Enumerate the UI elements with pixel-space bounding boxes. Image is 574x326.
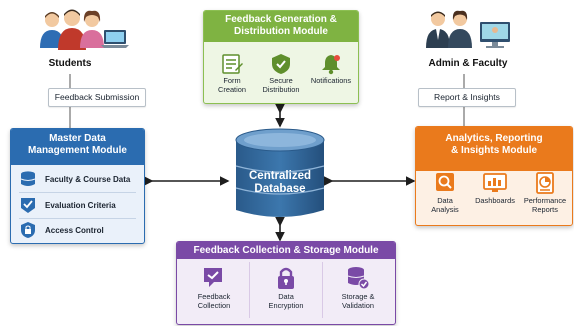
- storage-validation-line2: Validation: [342, 300, 374, 310]
- feedback-collection-line1: Feedback: [197, 292, 231, 301]
- collection-divider-1: [249, 262, 250, 318]
- data-analysis-line2: Analysis: [431, 204, 459, 214]
- padlock-icon: [278, 267, 294, 289]
- form-creation-line2: Creation: [218, 84, 246, 94]
- faculty-course-data-row: Faculty & Course Data: [19, 169, 136, 189]
- faculty-course-data-label: Faculty & Course Data: [45, 174, 131, 184]
- analytics-module-header: Analytics, Reporting & Insights Module: [416, 127, 572, 171]
- form-creation-item: Form Creation: [208, 53, 256, 94]
- feedback-submission-pill: Feedback Submission: [48, 88, 146, 107]
- bell-icon: [322, 55, 340, 75]
- report-icon: [536, 172, 554, 194]
- dashboards-item: Dashboards: [470, 171, 520, 206]
- dashboards-line1: Dashboards: [475, 196, 515, 205]
- secure-distribution-line2: Distribution: [262, 84, 300, 94]
- collection-module-header: Feedback Collection & Storage Module: [177, 242, 395, 259]
- students-label: Students: [48, 58, 92, 69]
- master-module-header: Master Data Management Module: [11, 129, 144, 165]
- lock-shield-icon: [21, 222, 35, 238]
- data-encryption-item: Data Encryption: [251, 265, 321, 310]
- dashboard-icon: [483, 173, 507, 192]
- form-creation-line1: Form: [223, 76, 241, 85]
- storage-validation-item: Storage & Validation: [323, 265, 393, 310]
- evaluation-criteria-label: Evaluation Criteria: [45, 200, 116, 210]
- data-encryption-line2: Encryption: [268, 300, 304, 310]
- analytics-title-line2: & Insights Module: [450, 145, 538, 156]
- centralized-database-cylinder: [235, 128, 325, 217]
- notifications-item: Notifications: [306, 53, 356, 86]
- master-data-module: Master Data Management Module Faculty & …: [10, 128, 145, 244]
- database-label: Centralized Database: [236, 170, 324, 196]
- report-insights-pill: Report & Insights: [418, 88, 516, 107]
- analytics-reporting-module: Analytics, Reporting & Insights Module D…: [415, 126, 573, 226]
- analytics-title-line1: Analytics, Reporting: [445, 133, 543, 144]
- performance-reports-line2: Reports: [532, 204, 558, 214]
- students-people-icon: [40, 9, 129, 50]
- database-label-line2: Database: [254, 183, 306, 195]
- access-control-row: Access Control: [19, 220, 136, 240]
- master-row-divider-1: [19, 192, 136, 193]
- generation-module-header: Feedback Generation & Distribution Modul…: [204, 11, 358, 42]
- database-label-line1: Centralized: [249, 170, 311, 182]
- performance-reports-item: Performance Reports: [520, 171, 570, 214]
- data-analysis-item: Data Analysis: [420, 171, 470, 214]
- collection-icon: [204, 268, 222, 287]
- form-icon: [222, 54, 243, 74]
- performance-reports-line1: Performance: [523, 196, 567, 205]
- feedback-collection-item: Feedback Collection: [179, 265, 249, 310]
- data-analysis-line1: Data: [437, 196, 453, 205]
- master-title-line1: Master Data: [49, 133, 106, 144]
- generation-title-line1: Feedback Generation &: [225, 14, 337, 25]
- feedback-generation-module: Feedback Generation & Distribution Modul…: [203, 10, 359, 104]
- secure-distribution-item: Secure Distribution: [257, 53, 305, 94]
- generation-title-line2: Distribution Module: [234, 26, 328, 37]
- admin-faculty-people-icon: [426, 10, 510, 48]
- feedback-collection-module: Feedback Collection & Storage Module Fee…: [176, 241, 396, 325]
- admin-faculty-label: Admin & Faculty: [428, 58, 508, 69]
- secure-distribution-line1: Secure: [269, 76, 293, 85]
- storage-validation-line1: Storage &: [341, 292, 375, 301]
- master-row-divider-2: [19, 218, 136, 219]
- database-icon: [20, 171, 36, 186]
- collection-divider-2: [322, 262, 323, 318]
- access-control-label: Access Control: [45, 225, 104, 235]
- criteria-icon: [21, 198, 35, 213]
- feedback-collection-line2: Collection: [197, 300, 231, 310]
- evaluation-criteria-row: Evaluation Criteria: [19, 195, 136, 215]
- notifications-line1: Notifications: [310, 76, 352, 85]
- shield-icon: [272, 54, 290, 74]
- data-encryption-line1: Data: [278, 292, 294, 301]
- master-title-line2: Management Module: [28, 145, 127, 156]
- analysis-icon: [436, 173, 454, 191]
- storage-icon: [347, 267, 370, 290]
